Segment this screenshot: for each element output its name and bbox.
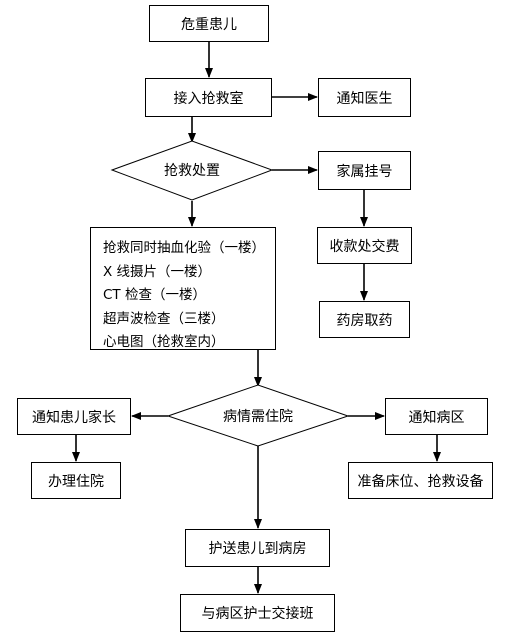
exam-item-xray: X 线摄片（一楼）	[103, 263, 212, 280]
node-notify-parents: 通知患儿家长	[17, 398, 131, 435]
node-critical-child: 危重患儿	[149, 5, 269, 42]
node-family-register: 家属挂号	[318, 151, 411, 190]
node-admission-procedure: 办理住院	[31, 462, 121, 499]
exam-item-blood-test: 抢救同时抽血化验（一楼）	[103, 240, 265, 256]
node-escort-to-ward: 护送患儿到病房	[185, 529, 330, 567]
exam-item-ultrasound: 超声波检查（三楼）	[103, 310, 225, 327]
decision-diamond-needs-admission	[166, 384, 350, 447]
decision-diamond-rescue-handling	[110, 140, 274, 201]
exam-item-ecg: 心电图（抢救室内）	[103, 334, 225, 350]
node-notify-doctor: 通知医生	[318, 78, 411, 117]
node-notify-ward: 通知病区	[385, 398, 488, 435]
node-pay-fees: 收款处交费	[317, 227, 412, 264]
node-receive-rescue-room: 接入抢救室	[145, 78, 272, 117]
node-rescue-handling-label: 抢救处置	[164, 163, 220, 179]
exam-item-ct: CT 检查（一楼）	[103, 287, 206, 303]
node-handover-nurse: 与病区护士交接班	[180, 594, 335, 632]
node-exams-list: 抢救同时抽血化验（一楼） X 线摄片（一楼） CT 检查（一楼） 超声波检查（三…	[90, 227, 276, 350]
node-prepare-bed-equipment: 准备床位、抢救设备	[348, 462, 493, 499]
node-needs-admission-label: 病情需住院	[223, 409, 293, 425]
node-get-medicine: 药房取药	[319, 301, 410, 338]
